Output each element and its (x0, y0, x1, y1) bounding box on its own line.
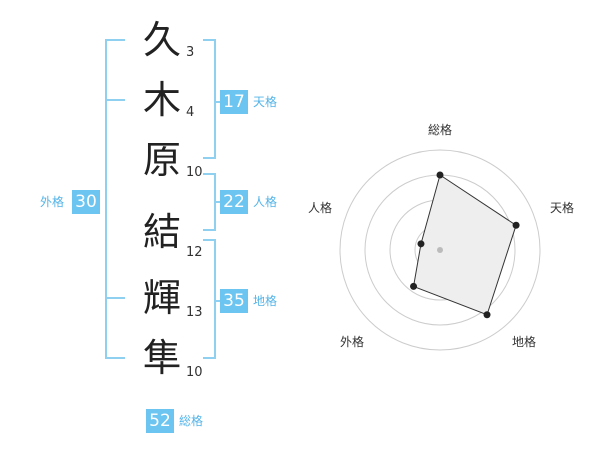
radar-label-chikaku: 地格 (512, 334, 536, 349)
soukaku-label: 総格 (179, 414, 204, 428)
stroke-count-3: 10 (186, 165, 203, 180)
tenkaku-label: 天格 (253, 95, 278, 109)
name-char-3: 原 (142, 138, 181, 182)
stroke-count-5: 13 (186, 305, 203, 320)
stroke-count-6: 10 (186, 365, 203, 380)
jinkaku-value: 22 (220, 190, 248, 214)
stroke-count-2: 4 (186, 105, 195, 120)
radar-label-gaikaku: 外格 (340, 334, 364, 349)
tenkaku-bracket (203, 39, 216, 159)
radar-point-2 (512, 221, 520, 229)
radar-points (410, 171, 520, 319)
jinkaku-label: 人格 (253, 195, 278, 209)
stroke-count-4: 12 (186, 245, 203, 260)
chikaku-label: 地格 (253, 294, 278, 308)
radar-point-4 (410, 282, 418, 290)
gaikaku-value: 30 (72, 190, 100, 214)
radar-point-1 (436, 171, 444, 179)
radar-center (437, 247, 443, 253)
gaikaku-label: 外格 (40, 195, 65, 209)
radar-ring-4 (339, 149, 541, 351)
jinkaku-bracket (203, 173, 216, 231)
radar-point-5 (417, 240, 425, 248)
radar-label-soukaku: 総格 (428, 122, 452, 137)
name-char-4: 結 (142, 210, 181, 254)
chikaku-bracket (203, 239, 216, 359)
name-char-2: 木 (142, 78, 181, 122)
stroke-count-1: 3 (186, 45, 195, 60)
name-char-1: 久 (142, 18, 181, 62)
radar-label-tenkaku: 天格 (550, 200, 574, 215)
name-char-6: 隼 (142, 336, 181, 380)
fortune-radar-chart: 総格 天格 地格 外格 人格 (308, 122, 574, 351)
name-char-5: 輝 (142, 276, 181, 320)
soukaku-value: 52 (146, 409, 174, 433)
chikaku-value: 35 (220, 289, 248, 313)
radar-point-3 (483, 311, 491, 319)
radar-area (412, 174, 517, 316)
radar-label-jinkaku: 人格 (308, 200, 332, 215)
tenkaku-value: 17 (220, 90, 248, 114)
gaikaku-bracket (105, 39, 125, 359)
